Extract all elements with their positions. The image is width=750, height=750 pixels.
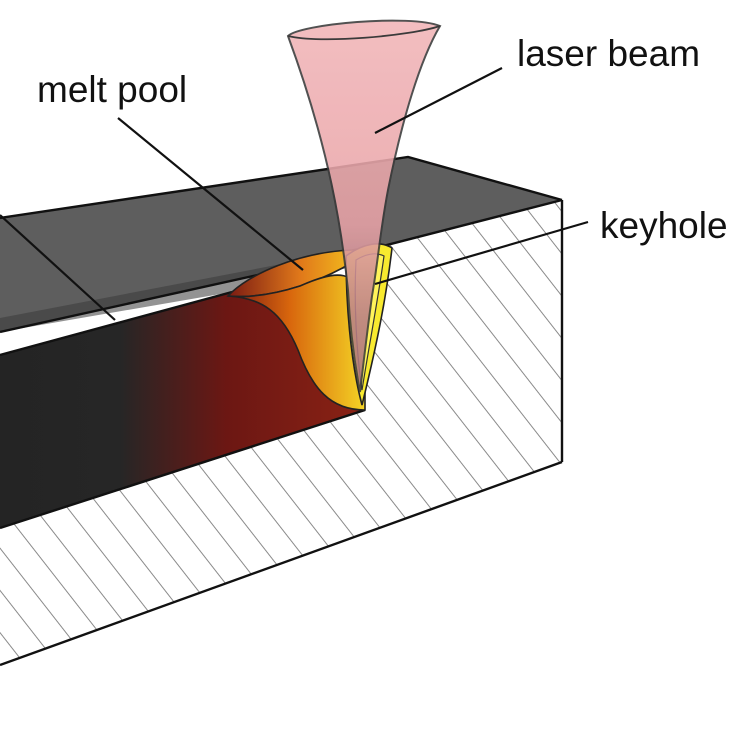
left-leader <box>0 214 116 321</box>
laser-beam-shape <box>286 19 442 393</box>
laser-beam-top-rim <box>287 25 441 41</box>
bottom-edge <box>0 460 563 667</box>
melt-pool-leader <box>117 117 304 271</box>
melt-pool-label: melt pool <box>37 69 187 110</box>
seam-top-edge <box>0 290 233 357</box>
top-surface <box>0 157 562 332</box>
melt-pool-front <box>227 274 366 411</box>
top-back-edge <box>0 155 563 220</box>
laser-beam-leader <box>374 67 503 134</box>
keyhole-label: keyhole <box>600 205 728 246</box>
keyhole-leader <box>374 220 589 286</box>
workpiece <box>0 155 564 667</box>
seam-bottom-edge <box>0 408 366 530</box>
laser-beam-label: laser beam <box>517 33 700 74</box>
solidified-weld-face <box>0 292 365 528</box>
hatched-cross-section <box>0 200 562 665</box>
